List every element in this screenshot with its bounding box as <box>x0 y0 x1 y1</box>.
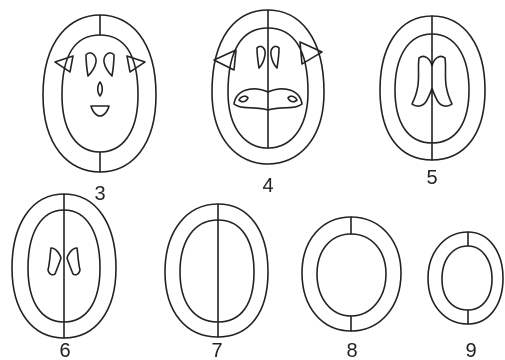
slice-7-inner-contour <box>180 220 254 322</box>
slice-7-label: 7 <box>211 340 222 360</box>
slice-9-label: 9 <box>465 340 476 360</box>
slice-9-inner-contour <box>442 246 492 310</box>
slice-6-label: 6 <box>59 340 70 360</box>
slice-4-right-horn-tip <box>288 96 297 101</box>
slice-3-left-ventricle <box>86 53 96 76</box>
slice-3-inner-contour <box>62 35 138 152</box>
slice-8-inner-contour <box>317 234 386 316</box>
slice-4-left-horn-tip <box>239 96 248 101</box>
slice-6: 6 <box>12 194 116 360</box>
slice-6-right-ventricle <box>67 248 80 275</box>
slice-4-left-ventricle <box>257 46 265 68</box>
slice-4-label: 4 <box>262 175 273 197</box>
slice-5-label: 5 <box>426 167 437 189</box>
slice-4: 4 <box>212 10 324 197</box>
slice-8: 8 <box>302 217 401 360</box>
slice-3-outer-contour <box>43 15 156 172</box>
slice-7: 7 <box>165 204 268 360</box>
slice-3-right-ventricle <box>104 53 114 76</box>
slice-6-left-ventricle <box>48 248 61 275</box>
slice-3: 3 <box>43 15 156 205</box>
slice-8-label: 8 <box>346 340 357 360</box>
slice-4-right-ventricle <box>271 46 279 68</box>
slice-9: 9 <box>428 232 503 360</box>
slice-3-third-ventricle <box>98 82 103 96</box>
slice-3-label: 3 <box>94 183 105 205</box>
slice-3-fourth-ventricle <box>91 106 109 116</box>
slice-5: 5 <box>380 16 485 189</box>
